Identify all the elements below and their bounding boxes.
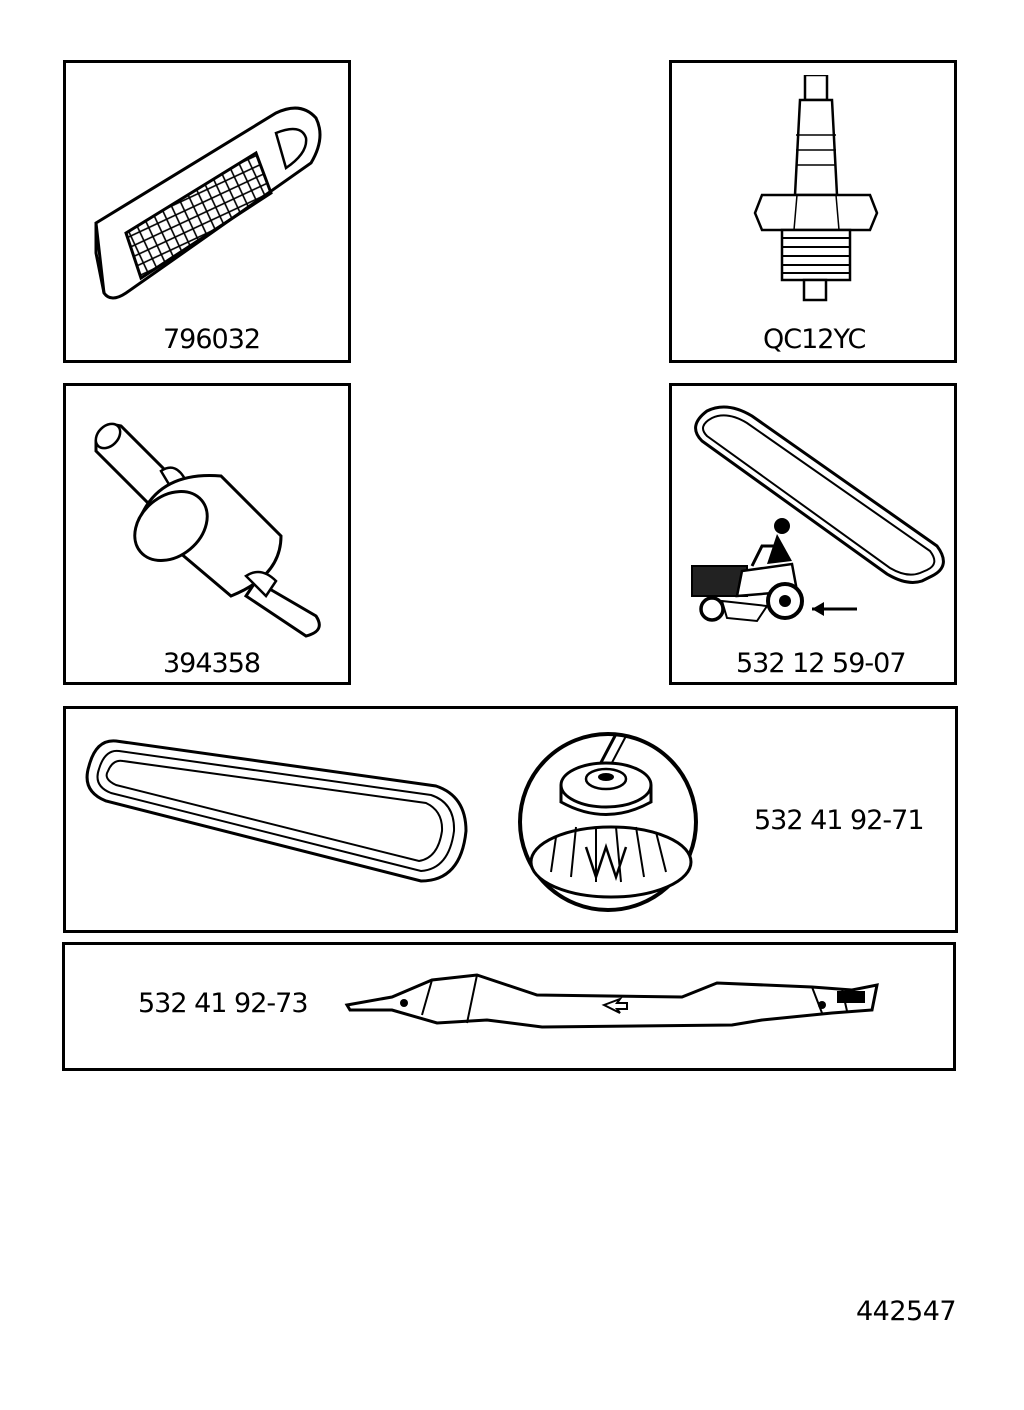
drive-belt-icon	[691, 405, 945, 623]
air-filter-icon	[94, 106, 322, 300]
mower-belt-icon	[85, 739, 468, 883]
part-number-air-filter: 796032	[163, 324, 261, 355]
part-number-spark-plug: QC12YC	[763, 324, 866, 355]
part-number-drive-belt: 532 12 59-07	[736, 648, 907, 679]
mower-blade-icon	[344, 973, 879, 1029]
part-panel-blade: 532 41 92-73	[62, 942, 956, 1071]
document-number: 442547	[856, 1296, 957, 1327]
lawn-tractor-icon	[691, 518, 804, 623]
spark-plug-icon	[753, 75, 879, 302]
part-number-blade: 532 41 92-73	[138, 988, 309, 1019]
part-panel-spark-plug: QC12YC	[669, 60, 957, 363]
part-panel-air-filter: 796032	[63, 60, 351, 363]
part-panel-drive-belt: 532 12 59-07	[669, 383, 957, 685]
part-number-mower-belt-pulley: 532 41 92-71	[754, 805, 925, 836]
pulley-icon	[518, 732, 698, 912]
part-panel-fuel-filter: 394358	[63, 383, 351, 685]
fuel-filter-icon	[94, 422, 321, 638]
part-panel-mower-belt-pulley: 532 41 92-71	[63, 706, 958, 933]
part-number-fuel-filter: 394358	[163, 648, 261, 679]
